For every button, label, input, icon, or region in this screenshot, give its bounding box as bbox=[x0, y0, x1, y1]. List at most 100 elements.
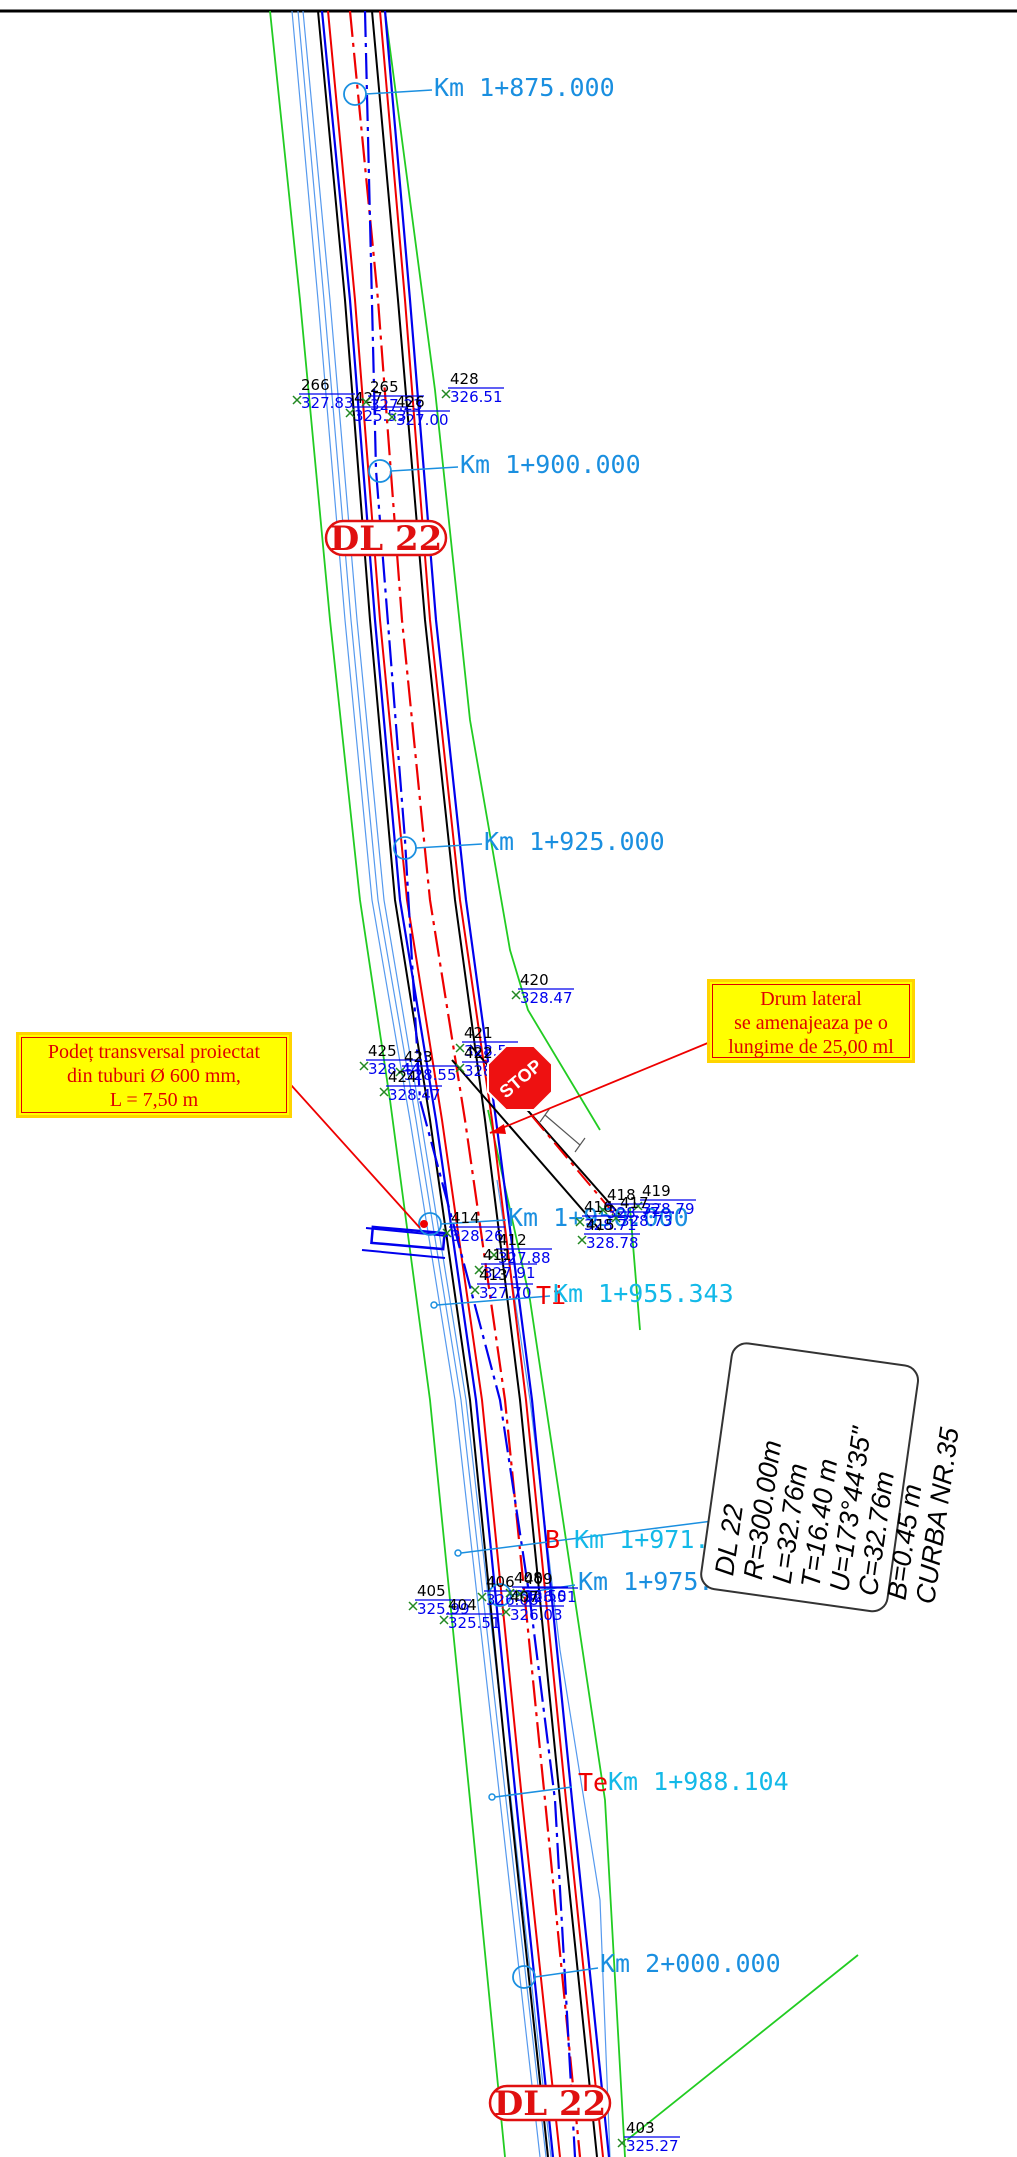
survey-cross-icon bbox=[395, 1067, 405, 1077]
survey-point-elevation: 328.77 bbox=[607, 1204, 660, 1222]
survey-point-elevation: 326.50 bbox=[514, 1587, 567, 1605]
survey-point-id: 424 bbox=[388, 1068, 417, 1086]
survey-cross-icon bbox=[575, 1217, 585, 1227]
curve-point-end: Te bbox=[578, 1768, 608, 1797]
road-name: DL 22 bbox=[330, 519, 443, 559]
survey-point-elevation: 326.51 bbox=[450, 388, 503, 406]
survey-cross-icon bbox=[387, 412, 397, 422]
station-label: Km 1+988.104 bbox=[608, 1767, 789, 1796]
survey-cross-icon bbox=[361, 397, 371, 407]
carriageway-right bbox=[383, 10, 611, 2157]
road-name-badge: DL 22 bbox=[488, 2084, 612, 2124]
station-label: Km 1+875.000 bbox=[434, 73, 615, 102]
survey-cross-icon bbox=[598, 1205, 608, 1215]
survey-cross-icon bbox=[442, 1228, 452, 1238]
station-label: Km 1+900.000 bbox=[460, 450, 641, 479]
survey-point-id: 420 bbox=[520, 971, 549, 989]
survey-point-elevation: 325.27 bbox=[626, 2137, 679, 2155]
survey-cross-icon bbox=[359, 1061, 369, 1071]
survey-point-elevation: 327.70 bbox=[479, 1284, 532, 1302]
survey-point-id: 406 bbox=[486, 1573, 515, 1591]
side-road-note-line: Drum lateral bbox=[760, 988, 862, 1010]
survey-point-elevation: 328.26 bbox=[451, 1227, 504, 1245]
station-label: Km 2+000.000 bbox=[600, 1949, 781, 1978]
survey-point-id: 416 bbox=[584, 1198, 613, 1216]
survey-point-elevation: 328.78 bbox=[586, 1234, 639, 1252]
survey-point-id: 417 bbox=[620, 1194, 649, 1212]
culvert-note-line: Podeț transversal proiectat bbox=[47, 1041, 261, 1063]
survey-point-elevation: 328.55 bbox=[404, 1066, 457, 1084]
design-edge-right bbox=[379, 10, 604, 2157]
side-road-edge-1 bbox=[451, 1059, 601, 1231]
survey-point-elevation: 325.53 bbox=[354, 407, 407, 425]
utility-line-2 bbox=[297, 10, 547, 2157]
survey-point-id: 403 bbox=[626, 2119, 655, 2137]
survey-point-id: 405 bbox=[417, 1582, 446, 1600]
side-road-note: Drum lateral se amenajeaza pe o lungime … bbox=[707, 979, 915, 1063]
survey-point-id: 408 bbox=[514, 1569, 543, 1587]
curve-point-start: Ti bbox=[536, 1281, 566, 1310]
survey-point-id: 423 bbox=[404, 1048, 433, 1066]
station-circle bbox=[512, 1965, 536, 1989]
survey-point-id: 426 bbox=[396, 393, 425, 411]
survey-point-id: 404 bbox=[448, 1596, 477, 1614]
survey-cross-icon bbox=[345, 408, 355, 418]
design-edge-left bbox=[327, 10, 561, 2157]
curve-data-table: DL 22 R=300.00m L=32.76m T=16.40 m U=173… bbox=[698, 1340, 965, 1615]
survey-point-id: 425 bbox=[368, 1042, 397, 1060]
station-label: Km 1+950.000 bbox=[508, 1203, 689, 1232]
survey-point-elevation: 328.44 bbox=[368, 1060, 421, 1078]
side-road-note-leader bbox=[489, 1039, 716, 1134]
survey-cross-icon bbox=[505, 1588, 515, 1598]
survey-point-id: 421 bbox=[464, 1024, 493, 1042]
carriageway-left bbox=[320, 10, 555, 2157]
utility-line-1 bbox=[291, 10, 541, 2157]
side-road-note-line: se amenajeaza pe o bbox=[734, 1012, 888, 1034]
road-name-badge: DL 22 bbox=[324, 519, 448, 559]
survey-cross-icon bbox=[408, 1601, 418, 1611]
survey-cross-icon bbox=[439, 1615, 449, 1625]
survey-point-elevation: 326.03 bbox=[510, 1606, 563, 1624]
survey-cross-icon bbox=[611, 1213, 621, 1223]
survey-cross-icon bbox=[470, 1285, 480, 1295]
survey-point-id: 422 bbox=[464, 1044, 493, 1062]
survey-cross-icon bbox=[617, 2138, 627, 2148]
survey-point-id: 418 bbox=[607, 1186, 636, 1204]
survey-point-id: 413 bbox=[479, 1266, 508, 1284]
survey-point-elevation: 327.91 bbox=[483, 1264, 536, 1282]
culvert-outline bbox=[370, 1225, 446, 1251]
culvert-note-line: din tuburi Ø 600 mm, bbox=[67, 1065, 241, 1087]
design-centerline bbox=[348, 10, 582, 2157]
survey-cross-icon bbox=[379, 1087, 389, 1097]
survey-point-id: 415 bbox=[586, 1216, 615, 1234]
survey-cross-icon bbox=[474, 1265, 484, 1275]
survey-point-elevation: 328.47 bbox=[388, 1086, 441, 1104]
survey-cross-icon bbox=[511, 990, 521, 1000]
survey-point-id: 266 bbox=[301, 376, 330, 394]
utility-line-4 bbox=[496, 1179, 611, 2157]
road-edge-right bbox=[371, 10, 598, 2157]
survey-point-id: 265 bbox=[370, 378, 399, 396]
survey-point-id: 411 bbox=[483, 1246, 512, 1264]
curve-point-mid: B bbox=[545, 1525, 560, 1554]
road-name: DL 22 bbox=[494, 2084, 607, 2124]
survey-cross-icon bbox=[515, 1589, 525, 1599]
survey-point-id: 427 bbox=[354, 389, 383, 407]
survey-point-id: 407 bbox=[510, 1588, 539, 1606]
